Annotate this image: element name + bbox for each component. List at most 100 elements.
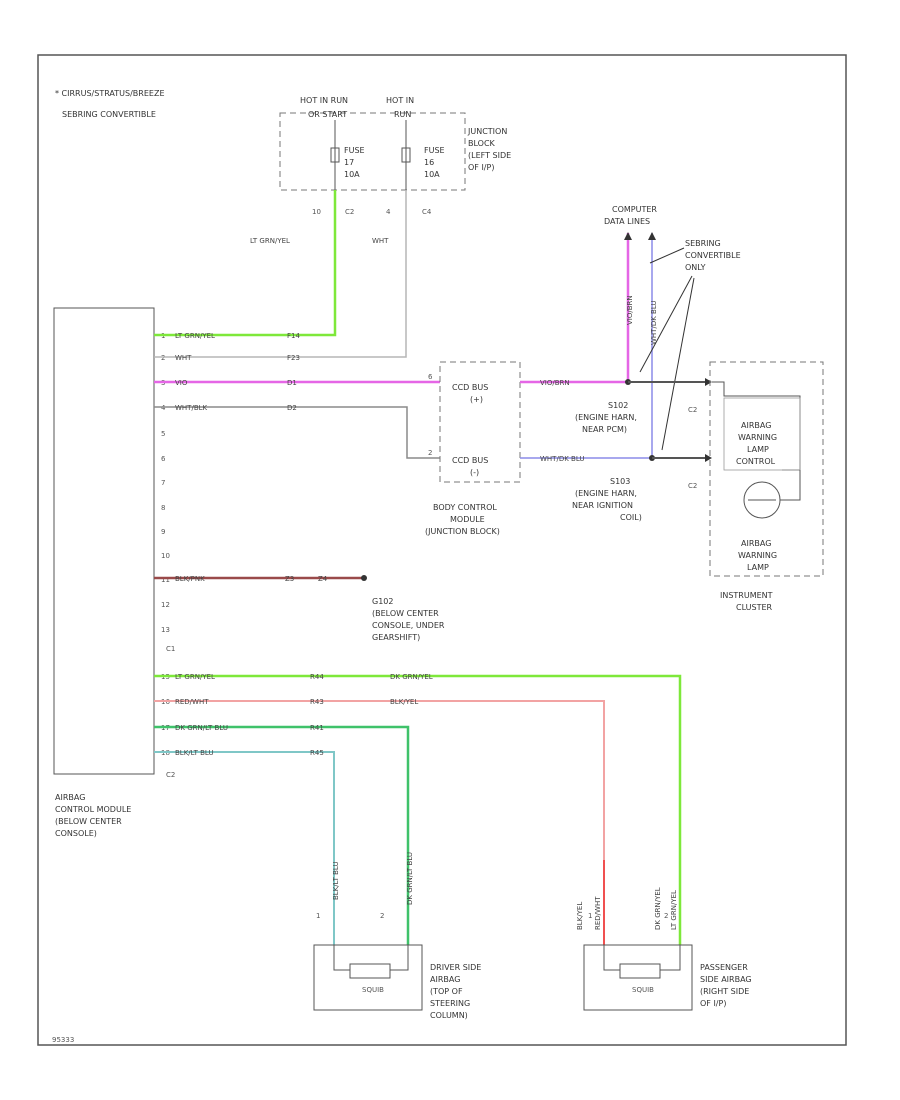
svg-text:HOT IN RUN: HOT IN RUN bbox=[300, 96, 348, 105]
acm-pin-label: 10 bbox=[161, 552, 170, 560]
diagram-frame bbox=[37, 54, 847, 1046]
acm-pin-label: 8 bbox=[161, 504, 165, 512]
wire-red-wht-r43 bbox=[154, 700, 605, 945]
svg-text:HOT IN: HOT IN bbox=[386, 96, 414, 105]
fuse-16-symbol bbox=[401, 147, 411, 163]
svg-text:WHT: WHT bbox=[372, 237, 389, 245]
acm-pin-label: 12 bbox=[161, 601, 170, 609]
svg-text:F23: F23 bbox=[287, 354, 300, 362]
callout-line bbox=[649, 247, 685, 264]
svg-text:1: 1 bbox=[316, 912, 320, 920]
svg-text:BODY CONTROL: BODY CONTROL bbox=[433, 503, 497, 512]
svg-text:AIRBAG: AIRBAG bbox=[430, 975, 460, 984]
svg-text:NEAR PCM): NEAR PCM) bbox=[582, 425, 627, 434]
svg-text:4: 4 bbox=[386, 208, 391, 216]
svg-text:SEBRING: SEBRING bbox=[685, 239, 721, 248]
svg-text:F14: F14 bbox=[287, 332, 300, 340]
note-line1: * CIRRUS/STRATUS/BREEZE bbox=[55, 89, 165, 98]
squib-icon bbox=[349, 963, 391, 979]
svg-text:PASSENGER: PASSENGER bbox=[700, 963, 748, 972]
svg-text:CONSOLE, UNDER: CONSOLE, UNDER bbox=[372, 621, 445, 630]
svg-text:(JUNCTION BLOCK): (JUNCTION BLOCK) bbox=[425, 527, 500, 536]
body-control-module: CCD BUS (+) CCD BUS (-) 6 2 BODY CONTROL… bbox=[425, 361, 521, 536]
svg-text:RED/WHT: RED/WHT bbox=[175, 698, 209, 706]
acm-pin-label: 5 bbox=[161, 430, 165, 438]
svg-text:(ENGINE HARN,: (ENGINE HARN, bbox=[575, 413, 637, 422]
wire-lt-grn-yel-r44 bbox=[154, 674, 682, 945]
svg-text:WHT/DK BLU: WHT/DK BLU bbox=[650, 300, 658, 345]
svg-text:C2: C2 bbox=[166, 771, 175, 779]
ground-g102-dot bbox=[361, 575, 367, 581]
svg-text:VIO/BRN: VIO/BRN bbox=[540, 379, 570, 387]
svg-text:DRIVER SIDE: DRIVER SIDE bbox=[430, 963, 481, 972]
passenger-side-airbag: SQUIB 1 2 PASSENGER SIDE AIRBAG (RIGHT S… bbox=[583, 912, 752, 1011]
arrow-up-icon bbox=[648, 232, 656, 240]
svg-text:WARNING: WARNING bbox=[738, 551, 777, 560]
svg-text:BLOCK: BLOCK bbox=[468, 139, 496, 148]
arrow-up-icon bbox=[624, 232, 632, 240]
svg-text:MODULE: MODULE bbox=[450, 515, 485, 524]
svg-text:D2: D2 bbox=[287, 404, 297, 412]
svg-text:AIRBAG: AIRBAG bbox=[55, 793, 85, 802]
acm-pin-label: 13 bbox=[161, 626, 170, 634]
acm-pin-label: 7 bbox=[161, 479, 165, 487]
svg-text:WHT/DK BLU: WHT/DK BLU bbox=[540, 455, 585, 463]
svg-text:C4: C4 bbox=[422, 208, 432, 216]
svg-text:CCD BUS: CCD BUS bbox=[452, 383, 488, 392]
svg-text:WHT/BLK: WHT/BLK bbox=[175, 404, 208, 412]
svg-text:INSTRUMENT: INSTRUMENT bbox=[720, 591, 773, 600]
svg-text:C1: C1 bbox=[166, 645, 175, 653]
svg-text:S102: S102 bbox=[608, 401, 628, 410]
svg-text:(LEFT SIDE: (LEFT SIDE bbox=[468, 151, 511, 160]
svg-text:COMPUTER: COMPUTER bbox=[612, 205, 657, 214]
svg-text:CONTROL MODULE: CONTROL MODULE bbox=[55, 805, 131, 814]
svg-text:BLK/LT BLU: BLK/LT BLU bbox=[332, 861, 340, 900]
svg-text:2: 2 bbox=[428, 449, 432, 457]
svg-text:VIO: VIO bbox=[175, 379, 188, 387]
svg-text:16: 16 bbox=[424, 158, 434, 167]
svg-text:ONLY: ONLY bbox=[685, 263, 706, 272]
svg-text:DK GRN/LT BLU: DK GRN/LT BLU bbox=[406, 852, 414, 905]
svg-text:JUNCTION: JUNCTION bbox=[467, 127, 507, 136]
wire-wht-blk-d2 bbox=[154, 406, 440, 459]
svg-text:DATA LINES: DATA LINES bbox=[604, 217, 650, 226]
acm-pin-label: 4 bbox=[161, 404, 166, 412]
instrument-cluster: C2 C2 AIRBAG WARNING LAMP CONTROL AIRBAG… bbox=[688, 361, 824, 612]
svg-text:10: 10 bbox=[312, 208, 321, 216]
svg-text:(ENGINE HARN,: (ENGINE HARN, bbox=[575, 489, 637, 498]
callout-line bbox=[639, 275, 693, 373]
svg-text:C2: C2 bbox=[688, 482, 697, 490]
svg-text:GEARSHIFT): GEARSHIFT) bbox=[372, 633, 420, 642]
svg-text:(BELOW CENTER: (BELOW CENTER bbox=[55, 817, 122, 826]
svg-text:(BELOW CENTER: (BELOW CENTER bbox=[372, 609, 439, 618]
svg-text:R44: R44 bbox=[310, 673, 324, 681]
callout-line bbox=[661, 277, 695, 451]
wire-dk-grn-lt-blu-r41 bbox=[154, 725, 410, 945]
lamp-control-box bbox=[723, 397, 801, 471]
svg-text:FUSE: FUSE bbox=[424, 146, 445, 155]
svg-text:BLK/PNK: BLK/PNK bbox=[175, 575, 205, 583]
svg-text:6: 6 bbox=[428, 373, 433, 381]
svg-text:VIO/BRN: VIO/BRN bbox=[626, 295, 634, 325]
squib-icon bbox=[619, 963, 661, 979]
svg-text:OR START: OR START bbox=[308, 110, 347, 119]
svg-text:(TOP OF: (TOP OF bbox=[430, 987, 463, 996]
svg-text:(-): (-) bbox=[470, 468, 479, 477]
acm-pin-label: 9 bbox=[161, 528, 165, 536]
svg-text:CONTROL: CONTROL bbox=[736, 457, 776, 466]
svg-text:COLUMN): COLUMN) bbox=[430, 1011, 468, 1020]
svg-text:DK GRN/YEL: DK GRN/YEL bbox=[390, 673, 433, 681]
svg-text:R41: R41 bbox=[310, 724, 324, 732]
svg-text:2: 2 bbox=[380, 912, 384, 920]
acm-pin-label: 11 bbox=[161, 576, 170, 584]
svg-text:BLK/YEL: BLK/YEL bbox=[576, 902, 584, 930]
svg-text:DK GRN/YEL: DK GRN/YEL bbox=[654, 887, 662, 930]
svg-text:2: 2 bbox=[664, 912, 668, 920]
connector-arrow-icon bbox=[705, 378, 712, 386]
svg-text:LAMP: LAMP bbox=[747, 445, 769, 454]
svg-text:(RIGHT SIDE: (RIGHT SIDE bbox=[700, 987, 749, 996]
svg-text:WHT: WHT bbox=[175, 354, 192, 362]
svg-text:R45: R45 bbox=[310, 749, 324, 757]
svg-text:Z4: Z4 bbox=[318, 575, 328, 583]
